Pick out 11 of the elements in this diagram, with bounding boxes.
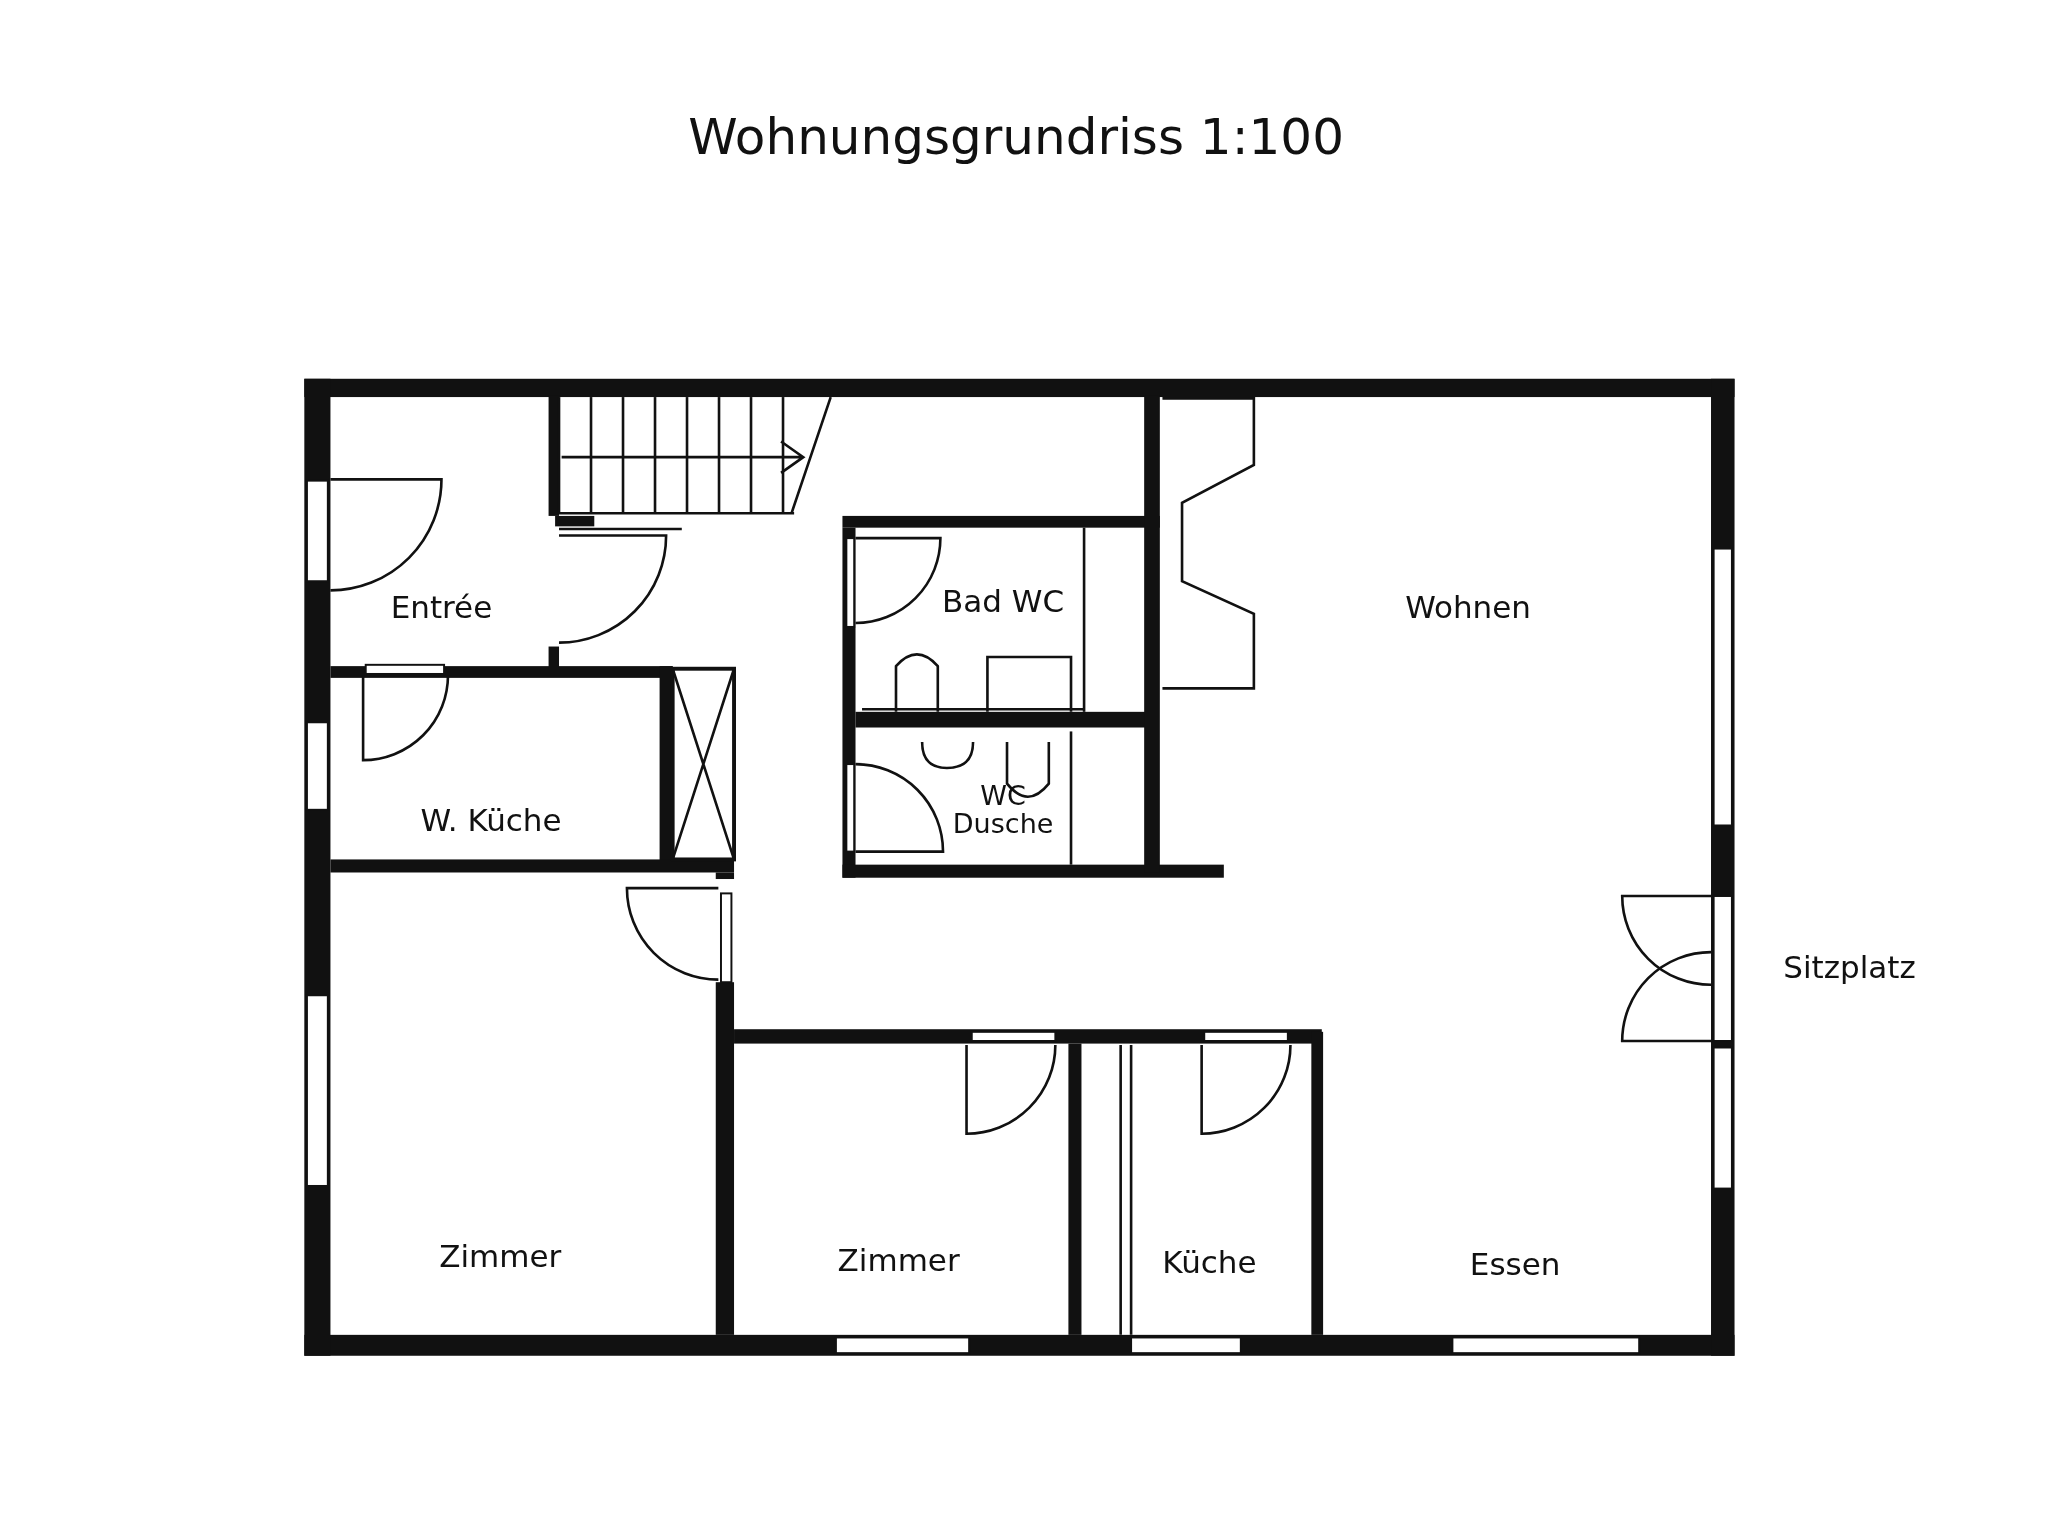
room-label: Essen: [1469, 1248, 1561, 1281]
room-label: Wohnen: [1405, 591, 1531, 624]
plan-title: Wohnungsgrundriss 1:100: [688, 108, 1344, 167]
room-label: Bad WC: [942, 584, 1065, 618]
room-label: Zimmer: [439, 1240, 562, 1273]
room-label: Küche: [1162, 1245, 1257, 1278]
area-label: Sitzplatz: [1783, 950, 1916, 983]
room-label: Zimmer: [837, 1244, 960, 1277]
room-label: WC Dusche: [951, 781, 1055, 839]
room-label: Entrée: [390, 591, 493, 624]
room-label: W. Küche: [420, 803, 562, 837]
